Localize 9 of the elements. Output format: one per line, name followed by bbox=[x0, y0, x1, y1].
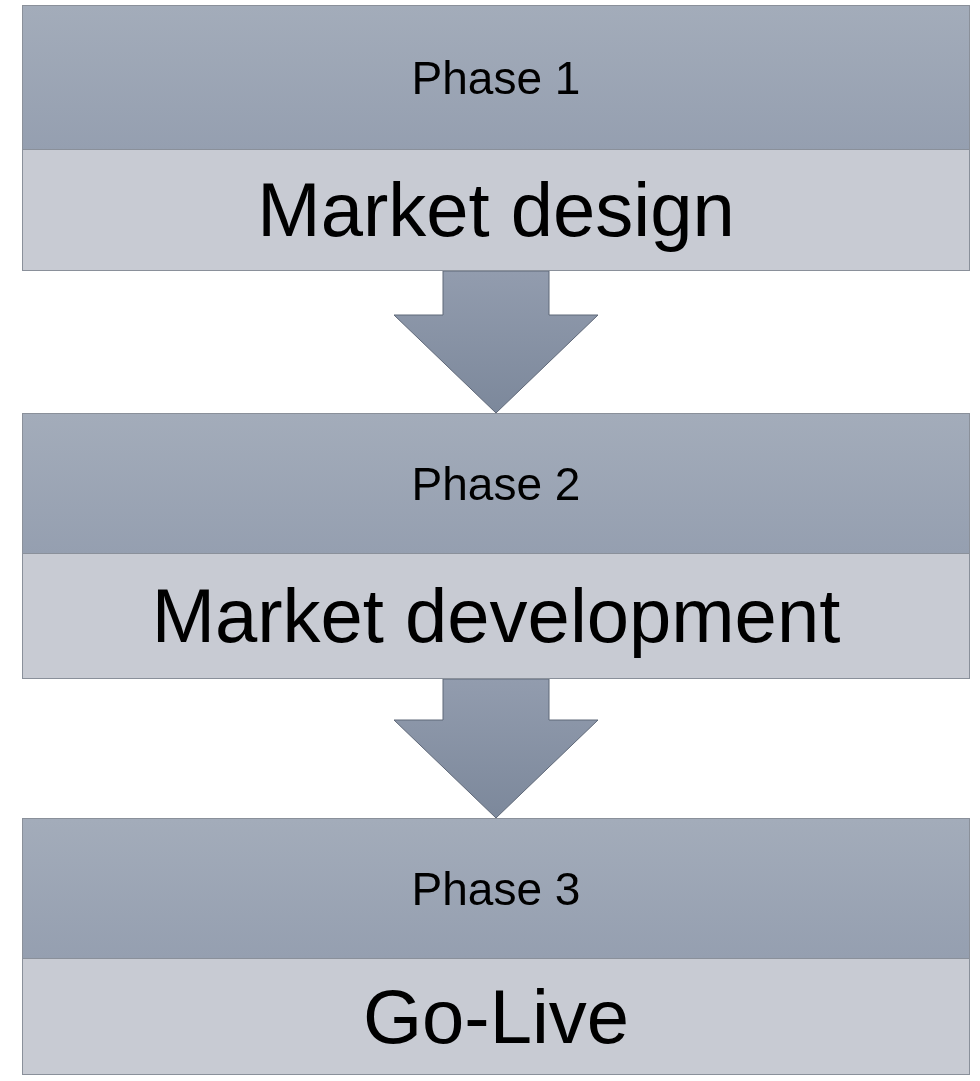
block-arrow bbox=[393, 678, 599, 819]
phase-box bbox=[22, 818, 970, 1075]
phase-box bbox=[22, 5, 970, 271]
phase-label: Phase 3 bbox=[411, 865, 581, 912]
phase-label: Phase 2 bbox=[411, 460, 581, 507]
block-arrow bbox=[393, 270, 599, 414]
phase-box bbox=[22, 413, 970, 679]
phase-label: Phase 1 bbox=[411, 54, 581, 101]
phase-title: Go-Live bbox=[362, 978, 630, 1055]
